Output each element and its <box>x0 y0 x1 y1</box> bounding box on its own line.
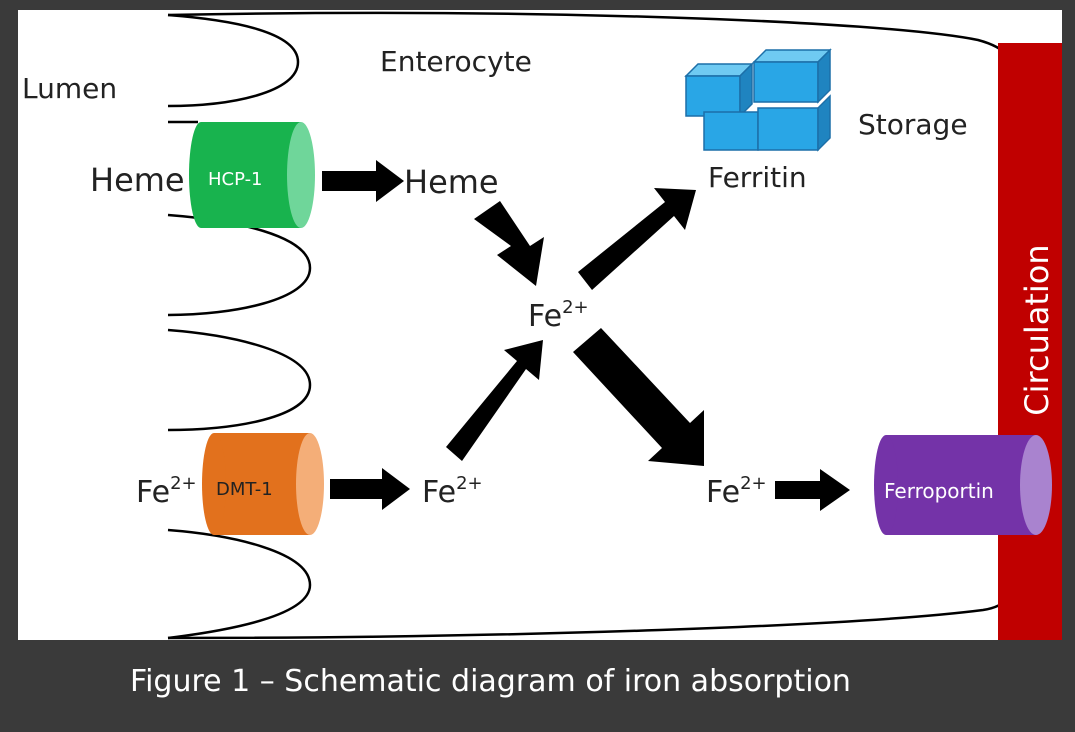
arrow-heme-to-fe2 <box>474 201 544 286</box>
circulation-label: Circulation <box>1018 244 1056 415</box>
enterocyte-membrane-bottom <box>167 597 1009 640</box>
arrow-fe2-to-export <box>573 328 704 466</box>
iron-absorption-diagram: Circulation Lumen Enterocyte Storage Fer… <box>18 10 1062 640</box>
circulation-bar <box>998 43 1062 640</box>
figure-caption: Figure 1 – Schematic diagram of iron abs… <box>130 664 851 699</box>
arrow-dmt1-to-fe2 <box>330 468 410 510</box>
ferroportin-label: Ferroportin <box>884 479 994 503</box>
lumen-label: Lumen <box>22 72 117 105</box>
ferroportin-transporter <box>874 435 1052 535</box>
fe2-central-label: Fe2+ <box>528 297 589 334</box>
arrow-fe2-to-ferritin <box>578 188 696 290</box>
hcp1-label: HCP-1 <box>208 169 263 190</box>
ferritin-label: Ferritin <box>708 161 807 194</box>
fe2-lumen-label: Fe2+ <box>136 473 197 510</box>
hcp1-transporter <box>189 122 315 228</box>
dmt1-transporter <box>202 433 324 535</box>
arrow-fe2-to-ferroportin <box>775 469 850 511</box>
arrow-fe2-to-central <box>446 340 543 461</box>
storage-label: Storage <box>858 108 968 141</box>
heme-cell-label: Heme <box>404 163 499 201</box>
fe2-after-dmt1-label: Fe2+ <box>422 473 483 510</box>
arrow-hcp1-to-heme <box>322 160 404 202</box>
apical-microvilli <box>167 13 312 640</box>
dmt1-label: DMT-1 <box>216 479 273 500</box>
heme-lumen-label: Heme <box>90 161 185 199</box>
enterocyte-membrane-top <box>167 11 1009 57</box>
enterocyte-label: Enterocyte <box>380 45 532 78</box>
ferritin-icon <box>684 48 832 152</box>
fe2-export-label: Fe2+ <box>706 473 767 510</box>
